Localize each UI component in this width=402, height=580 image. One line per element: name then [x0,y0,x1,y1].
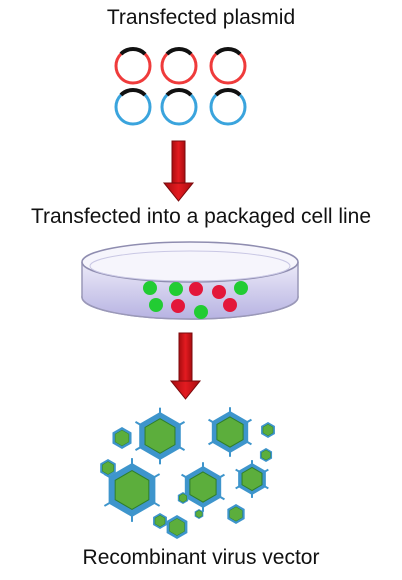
virus-particle [235,460,269,498]
plasmid-row-blue [114,88,247,126]
step-label-transfection: Transfected into a packaged cell line [30,205,372,228]
virus-particle [227,504,245,524]
virus-particle [134,407,186,465]
plasmid-red-2 [160,47,198,85]
virus-particle [259,448,273,462]
step-label-plasmid: Transfected plasmid [106,6,296,29]
plasmid-red-1 [114,47,152,85]
virus-particle [177,492,189,504]
cell-cluster [143,281,248,319]
arrow-down-icon [162,140,195,202]
plasmid-blue-2 [160,88,198,126]
virus-particle [100,459,116,477]
virus-particle [261,422,275,438]
virus-particle [103,458,161,522]
virus-particle [194,509,204,519]
step-label-vector: Recombinant virus vector [82,546,320,569]
virus-particle [153,513,167,529]
plasmid-red-3 [209,47,247,85]
virus-particle [208,407,252,457]
plasmid-blue-3 [209,88,247,126]
virus-particles [100,407,275,539]
arrow-down-icon [169,332,202,400]
virus-particle [181,462,225,512]
plasmid-blue-1 [114,88,152,126]
petri-dish [81,241,299,320]
plasmid-row-red [114,47,247,85]
virus-particle [166,515,188,539]
virus-particle [112,427,132,449]
